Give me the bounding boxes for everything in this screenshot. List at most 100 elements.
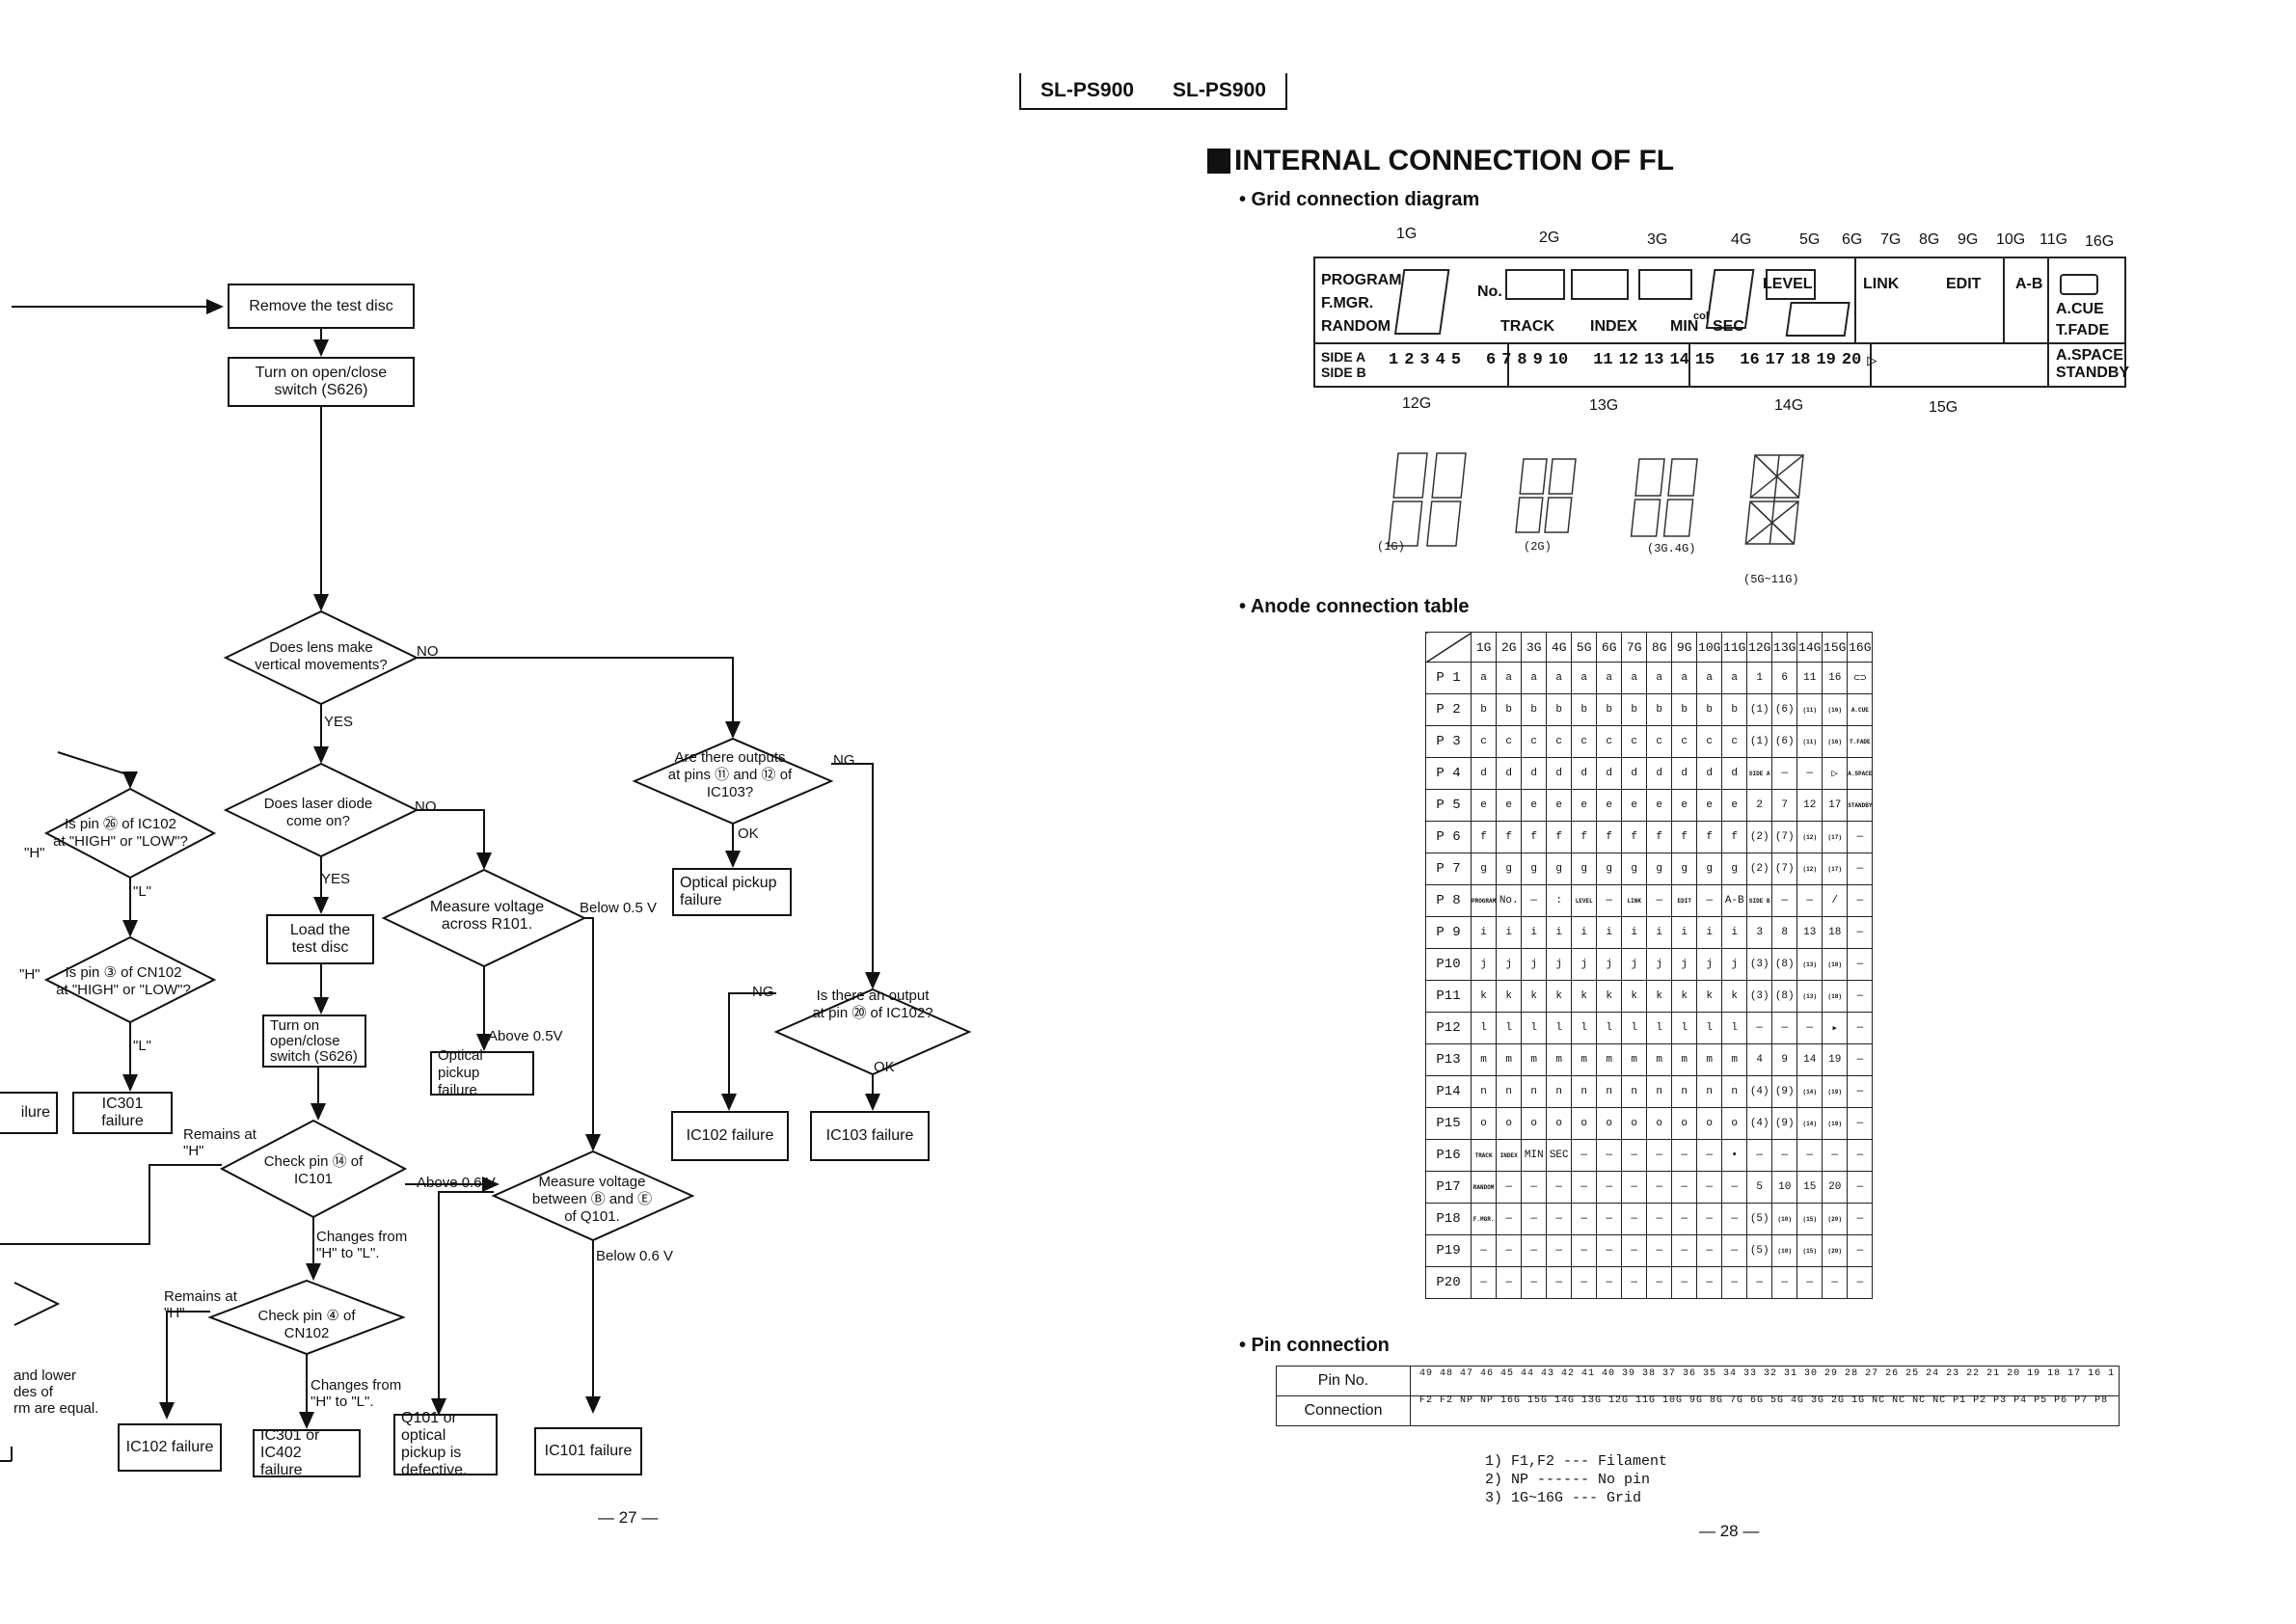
anode-cell: — [1546,1234,1573,1267]
anode-cell: f [1621,821,1648,853]
anode-cell: 8 [1771,916,1798,949]
anode-cell: 15 [1796,1171,1823,1204]
anode-cell: a [1596,662,1623,694]
box-remove-test-disc: Remove the test disc [228,284,415,329]
anode-cell: c [1696,725,1723,758]
anode-cell: / [1822,884,1849,917]
anode-cell: l [1546,1012,1573,1044]
label-changes-1: Changes from "H" to "L". [316,1229,408,1261]
anode-cell: f [1646,821,1673,853]
fl-label-standby: STANDBY [2056,365,2130,381]
anode-cell: g [1621,853,1648,885]
segment-caption-2g: (2G) [1524,540,1552,554]
anode-col-header: 3G [1521,632,1548,663]
anode-cell: — [1847,1075,1874,1108]
pin-numbers-text: 49 48 47 46 45 44 43 42 41 40 39 38 37 3… [1419,1368,2114,1379]
anode-cell: n [1721,1075,1748,1108]
anode-cell: n [1470,1075,1498,1108]
fl-label-min: MIN [1670,318,1699,335]
box-remove-test-disc-text: Remove the test disc [249,297,393,314]
anode-cell: c [1571,725,1598,758]
anode-col-header: 12G [1746,632,1773,663]
anode-cell: — [1771,1139,1798,1172]
track-5: 5 [1450,351,1462,369]
anode-cell: (18) [1822,980,1849,1013]
anode-cell: — [1470,1234,1498,1267]
anode-cell: m [1546,1043,1573,1076]
anode-cell: 3 [1746,916,1773,949]
label-ok-1: OK [738,826,759,842]
anode-cell: LEVEL [1571,884,1598,917]
segment-caption-1g: (1G) [1377,540,1405,554]
note-3: 3) 1G~16G --- Grid [1485,1490,1642,1506]
anode-cell: — [1621,1139,1648,1172]
label-below-05: Below 0.5 V [580,900,658,916]
anode-cell: — [1496,1234,1523,1267]
anode-cell: f [1571,821,1598,853]
fl-label-acue: A.CUE [2056,301,2104,317]
pin-connection-table: Pin No. Connection [1276,1366,2120,1426]
play-arrow-icon: ▷ [1867,353,1877,371]
flowchart-lines [0,299,972,1462]
anode-cell: (8) [1771,980,1798,1013]
anode-cell: l [1621,1012,1648,1044]
anode-row-header: P 3 [1425,725,1472,758]
grid-label-16g: 16G [2085,233,2115,250]
label-ng-1: NG [833,752,855,769]
anode-cell: k [1696,980,1723,1013]
anode-cell: SIDE A [1746,757,1773,790]
diamond-measure-r101: Measure voltage across R101. [429,899,545,933]
anode-cell: ⊂⊃ [1847,662,1874,694]
anode-cell: — [1847,1234,1874,1267]
anode-cell: A.CUE [1847,693,1874,726]
anode-cell: b [1470,693,1498,726]
anode-cell: m [1521,1043,1548,1076]
diamond-outputs-ic103: Are there outputs at pins ⑪ and ⑫ of IC1… [667,749,793,800]
label-h-2: "H" [19,966,41,983]
anode-cell: l [1696,1012,1723,1044]
diamond-pin3: Is pin ③ of CN102 at "HIGH" or "LOW"? [56,964,191,998]
anode-cell: (1) [1746,693,1773,726]
anode-cell: i [1470,916,1498,949]
anode-cell: — [1521,884,1548,917]
anode-cell: l [1596,1012,1623,1044]
label-h-1: "H" [24,845,45,861]
page-header: SL-PS900 SL-PS900 [1019,73,1287,110]
section-title-text: INTERNAL CONNECTION OF FL [1234,145,1675,176]
anode-cell: — [1847,980,1874,1013]
anode-cell: (9) [1771,1107,1798,1140]
track-19: 19 [1816,351,1836,369]
box-q101-defective: Q101 or optical pickup is defective. [393,1410,498,1478]
anode-cell: — [1721,1266,1748,1299]
header-model-right: SL-PS900 [1173,79,1266,101]
anode-row-header: P13 [1425,1043,1472,1076]
anode-cell: o [1470,1107,1498,1140]
anode-cell: (19) [1822,1107,1849,1140]
anode-row-header: P 2 [1425,693,1472,726]
box-ic101-failure-text: IC101 failure [544,1443,633,1459]
anode-cell: k [1646,980,1673,1013]
fl-label-side-a: SIDE A [1321,349,1366,365]
pin-strip: 49 48 47 46 45 44 43 42 41 40 39 38 37 3… [1419,1367,2114,1421]
grid-label-5g: 5G [1799,231,1821,248]
anode-cell: — [1746,1139,1773,1172]
anode-cell: m [1696,1043,1723,1076]
anode-cell: j [1646,948,1673,981]
anode-cell: b [1621,693,1648,726]
anode-cell: 16 [1822,662,1849,694]
box-q101-defective-text: Q101 or optical pickup is defective. [401,1410,468,1478]
anode-cell: — [1621,1171,1648,1204]
anode-cell: (20) [1822,1234,1849,1267]
anode-cell: — [1847,916,1874,949]
box-partial-failure-text: ilure [20,1104,50,1121]
anode-row: P20———————————————— [1425,1266,1874,1299]
anode-cell: i [1646,916,1673,949]
anode-cell: f [1671,821,1698,853]
track-14: 14 [1669,351,1689,369]
grid-heading: • Grid connection diagram [1239,189,1480,210]
anode-cell: — [1796,1266,1823,1299]
